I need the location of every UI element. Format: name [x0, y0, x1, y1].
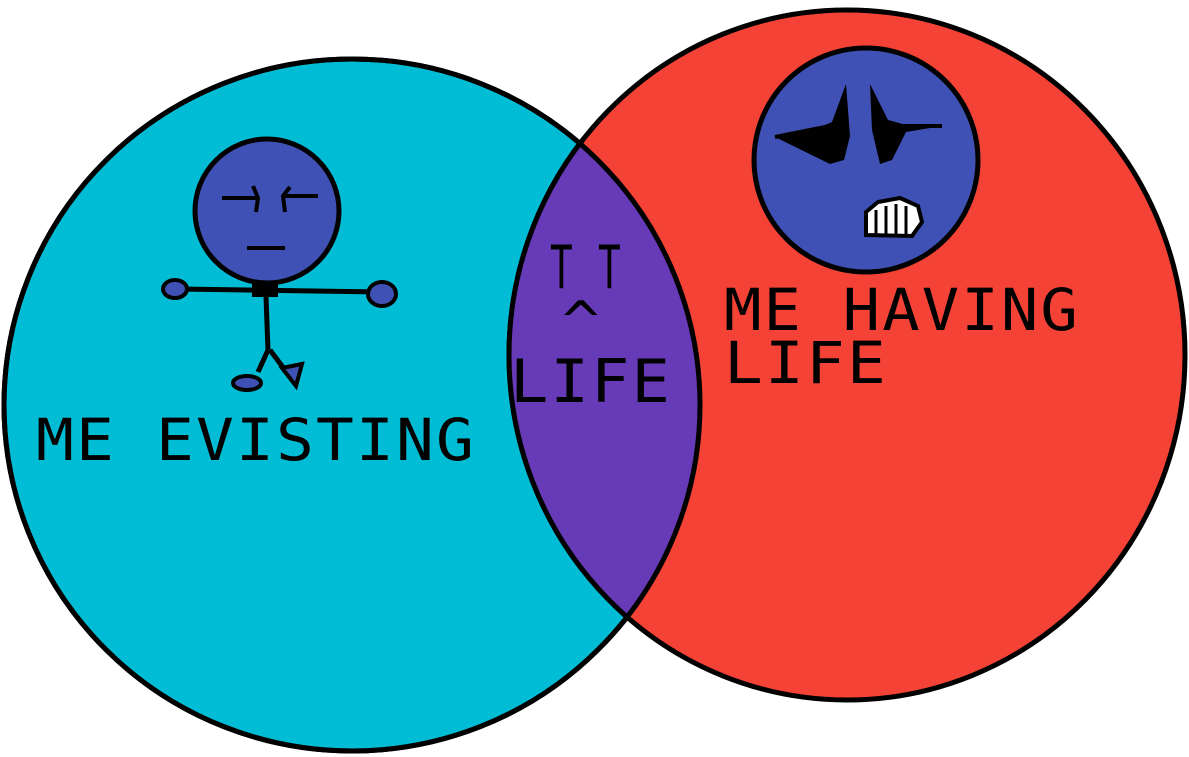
overlap-label-line1: T T	[550, 233, 622, 303]
right-set-label-line2: LIFE	[724, 329, 888, 397]
angry-face-icon	[751, 45, 981, 275]
stick-figure-icon	[161, 136, 398, 392]
overlap-label-line3: LIFE	[510, 347, 672, 417]
left-set-outline	[1, 56, 703, 754]
right-set-label-line1: ME HAVING	[724, 276, 1080, 344]
angry-face-head	[751, 45, 981, 275]
left-set-label: ME EVISTING	[36, 406, 476, 474]
stick-figure-head	[192, 136, 342, 286]
overlap-label-line2: ^	[562, 290, 602, 353]
